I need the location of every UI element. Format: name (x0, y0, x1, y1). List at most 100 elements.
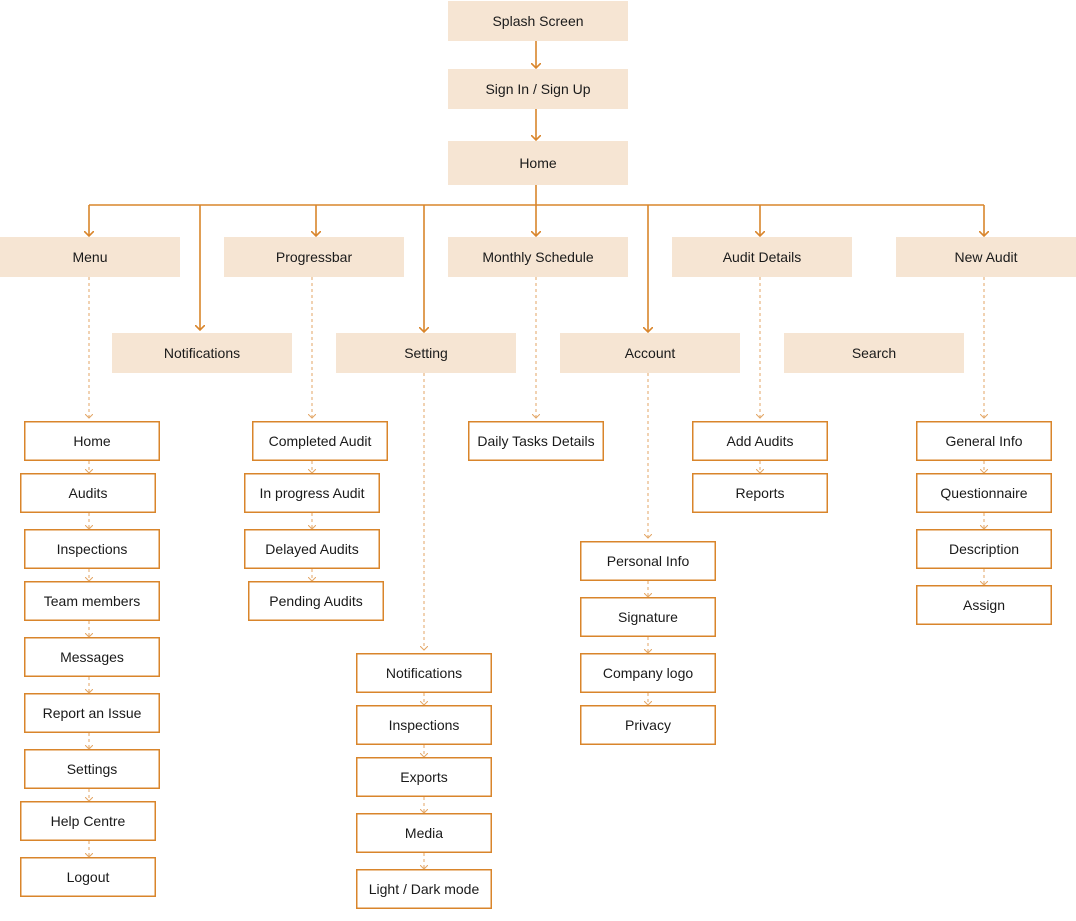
new-audit-item-assign-label: Assign (963, 597, 1005, 613)
account-item-signature-box (580, 597, 716, 637)
account-item-privacy-box (580, 705, 716, 745)
progress-item-delayed-audits-box (244, 529, 380, 569)
node-search-box (784, 333, 964, 373)
audit-item-reports: Reports (692, 473, 828, 513)
menu-item-logout-label: Logout (67, 869, 110, 885)
node-menu-label: Menu (72, 249, 107, 265)
menu-item-help-centre: Help Centre (20, 801, 156, 841)
setting-item-inspections-label: Inspections (389, 717, 460, 733)
setting-item-notifications: Notifications (356, 653, 492, 693)
menu-item-team-members-box (24, 581, 160, 621)
account-item-personal-info-box (580, 541, 716, 581)
menu-item-logout-box (20, 857, 156, 897)
menu-item-settings-box (24, 749, 160, 789)
menu-item-audits: Audits (20, 473, 156, 513)
node-new-audit-box (896, 237, 1076, 277)
node-menu-box (0, 237, 180, 277)
node-account-label: Account (625, 345, 676, 361)
audit-item-add-audits: Add Audits (692, 421, 828, 461)
setting-item-notifications-label: Notifications (386, 665, 462, 681)
node-splash-screen-label: Splash Screen (492, 13, 583, 29)
monthly-item-daily-tasks-details-box (468, 421, 604, 461)
progress-item-delayed-audits: Delayed Audits (244, 529, 380, 569)
menu-item-settings: Settings (24, 749, 160, 789)
audit-item-reports-label: Reports (735, 485, 784, 501)
setting-item-notifications-box (356, 653, 492, 693)
node-search: Search (784, 333, 964, 373)
node-search-label: Search (852, 345, 896, 361)
node-audit-details-label: Audit Details (723, 249, 802, 265)
node-monthly-schedule-label: Monthly Schedule (482, 249, 594, 265)
setting-item-light-dark-mode-box (356, 869, 492, 909)
node-sign-in: Sign In / Sign Up (448, 69, 628, 109)
setting-item-media: Media (356, 813, 492, 853)
account-item-company-logo: Company logo (580, 653, 716, 693)
menu-item-audits-box (20, 473, 156, 513)
node-home-box (448, 141, 628, 185)
node-progressbar: Progressbar (224, 237, 404, 277)
progress-item-completed-audit: Completed Audit (252, 421, 388, 461)
menu-item-inspections: Inspections (24, 529, 160, 569)
setting-item-media-box (356, 813, 492, 853)
node-notifications-label: Notifications (164, 345, 240, 361)
account-item-privacy: Privacy (580, 705, 716, 745)
menu-item-messages-label: Messages (60, 649, 124, 665)
setting-item-inspections-box (356, 705, 492, 745)
progress-item-pending-audits-box (248, 581, 384, 621)
new-audit-item-questionnaire-label: Questionnaire (940, 485, 1027, 501)
account-item-signature-label: Signature (618, 609, 678, 625)
new-audit-item-description-label: Description (949, 541, 1019, 557)
menu-item-home-label: Home (73, 433, 111, 449)
monthly-item-daily-tasks-details: Daily Tasks Details (468, 421, 604, 461)
account-item-personal-info-label: Personal Info (607, 553, 690, 569)
node-setting-label: Setting (404, 345, 448, 361)
node-new-audit: New Audit (896, 237, 1076, 277)
account-item-signature: Signature (580, 597, 716, 637)
audit-item-add-audits-box (692, 421, 828, 461)
menu-item-inspections-box (24, 529, 160, 569)
node-splash-screen: Splash Screen (448, 1, 628, 41)
new-audit-item-assign: Assign (916, 585, 1052, 625)
progress-item-in-progress-audit: In progress Audit (244, 473, 380, 513)
setting-item-exports-label: Exports (400, 769, 447, 785)
node-home: Home (448, 141, 628, 185)
menu-item-report-an-issue-box (24, 693, 160, 733)
menu-item-home: Home (24, 421, 160, 461)
setting-item-media-label: Media (405, 825, 443, 841)
menu-item-help-centre-label: Help Centre (51, 813, 126, 829)
account-item-company-logo-label: Company logo (603, 665, 693, 681)
menu-item-help-centre-box (20, 801, 156, 841)
node-monthly-schedule-box (448, 237, 628, 277)
node-notifications: Notifications (112, 333, 292, 373)
menu-item-team-members-label: Team members (44, 593, 140, 609)
monthly-item-daily-tasks-details-label: Daily Tasks Details (477, 433, 594, 449)
progress-item-in-progress-audit-label: In progress Audit (259, 485, 364, 501)
node-audit-details-box (672, 237, 852, 277)
menu-item-team-members: Team members (24, 581, 160, 621)
node-progressbar-label: Progressbar (276, 249, 353, 265)
menu-item-messages: Messages (24, 637, 160, 677)
new-audit-item-questionnaire-box (916, 473, 1052, 513)
progress-item-pending-audits: Pending Audits (248, 581, 384, 621)
node-notifications-box (112, 333, 292, 373)
node-splash-screen-box (448, 1, 628, 41)
node-home-label: Home (519, 155, 557, 171)
new-audit-item-general-info-label: General Info (945, 433, 1022, 449)
node-audit-details: Audit Details (672, 237, 852, 277)
menu-item-logout: Logout (20, 857, 156, 897)
setting-item-exports: Exports (356, 757, 492, 797)
menu-item-audits-label: Audits (69, 485, 108, 501)
menu-item-report-an-issue-label: Report an Issue (43, 705, 142, 721)
audit-item-add-audits-label: Add Audits (727, 433, 794, 449)
setting-item-light-dark-mode-label: Light / Dark mode (369, 881, 480, 897)
menu-item-settings-label: Settings (67, 761, 118, 777)
account-item-company-logo-box (580, 653, 716, 693)
node-monthly-schedule: Monthly Schedule (448, 237, 628, 277)
node-sign-in-box (448, 69, 628, 109)
node-new-audit-label: New Audit (954, 249, 1017, 265)
progress-item-delayed-audits-label: Delayed Audits (265, 541, 358, 557)
progress-item-completed-audit-box (252, 421, 388, 461)
new-audit-item-general-info-box (916, 421, 1052, 461)
node-menu: Menu (0, 237, 180, 277)
